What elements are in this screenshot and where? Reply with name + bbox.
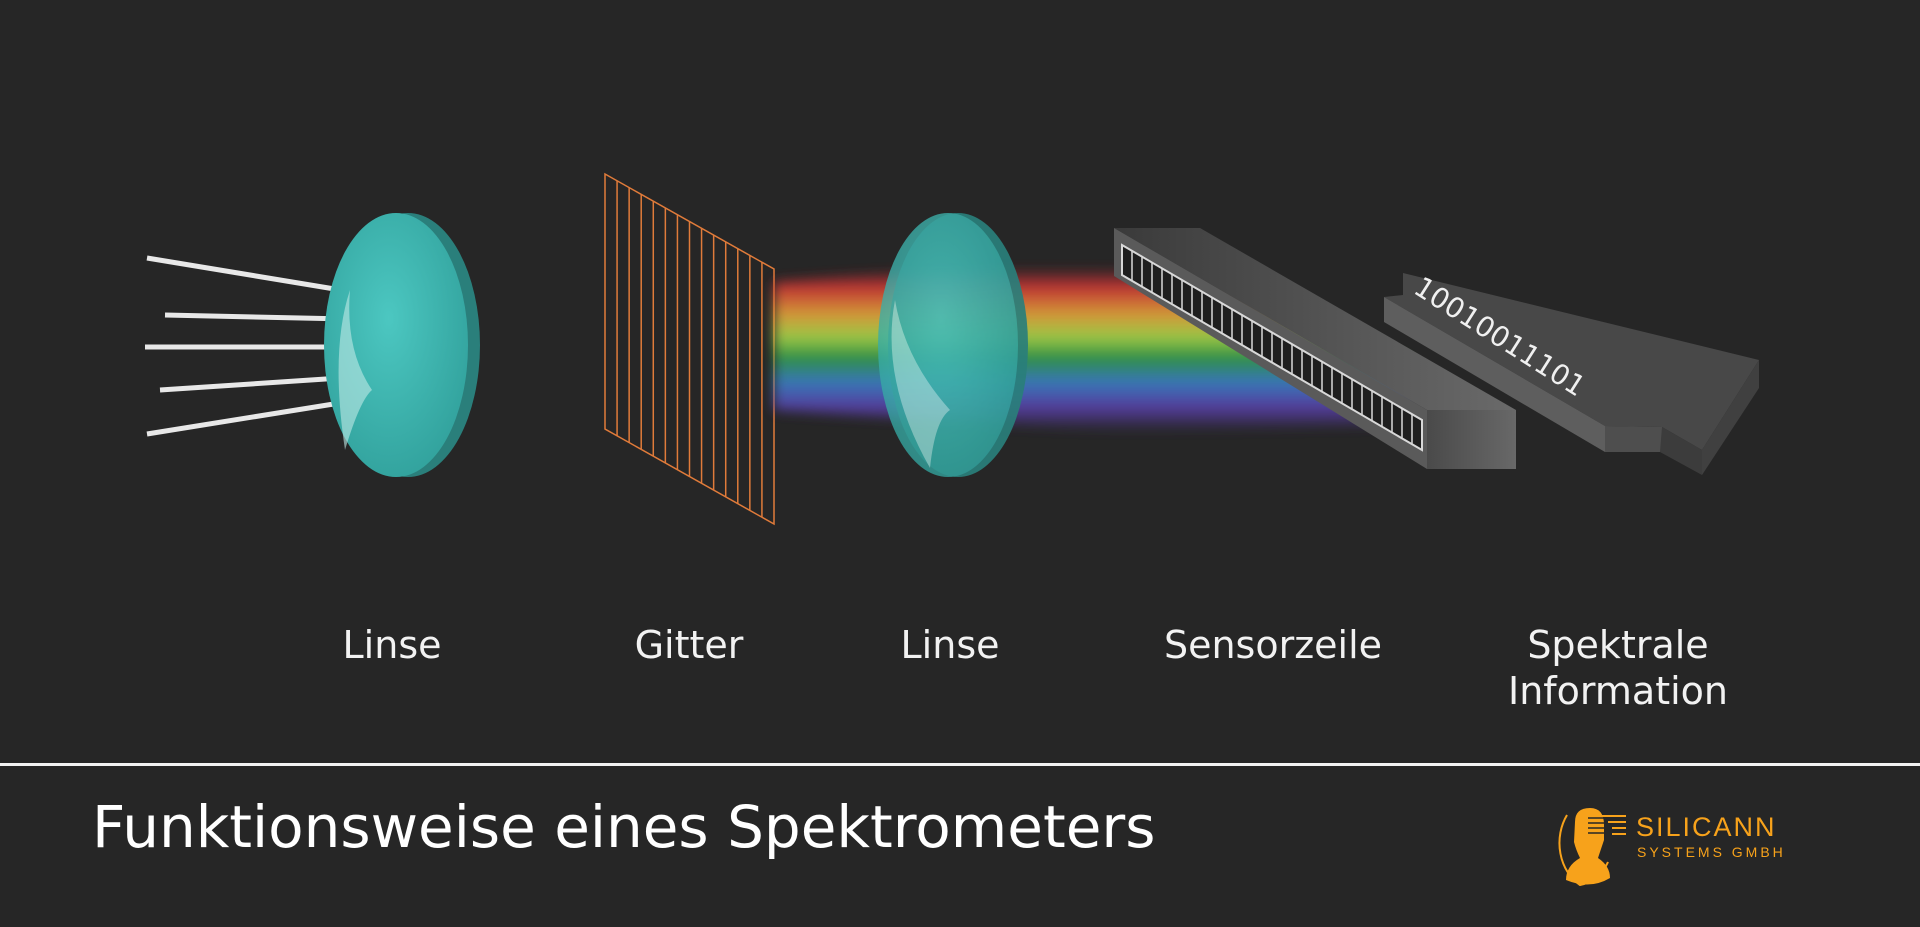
label-spectral-info-line1: Spektrale [1527,623,1709,667]
sensor-line [1114,228,1516,469]
logo-subtitle: SYSTEMS GMBH [1637,844,1786,860]
label-spectral-info: Spektrale Information [1508,622,1728,714]
collimated-rays [475,291,707,399]
logo-name: SILICANN [1636,812,1777,842]
lens-1 [324,213,480,477]
label-lens-2: Linse [900,623,1000,667]
diffraction-grating [604,172,775,526]
lens-2 [878,213,1028,477]
label-spectral-info-line2: Information [1508,669,1728,713]
label-grating: Gitter [634,623,744,667]
label-lens-1: Linse [342,623,442,667]
page-title: Funktionsweise eines Spektrometers [92,793,1156,861]
spectral-output-block: 10010011101 [1384,270,1759,475]
separator-line [0,763,1920,766]
silicann-logo-icon [1558,808,1626,887]
label-sensor-line: Sensorzeile [1163,623,1383,667]
